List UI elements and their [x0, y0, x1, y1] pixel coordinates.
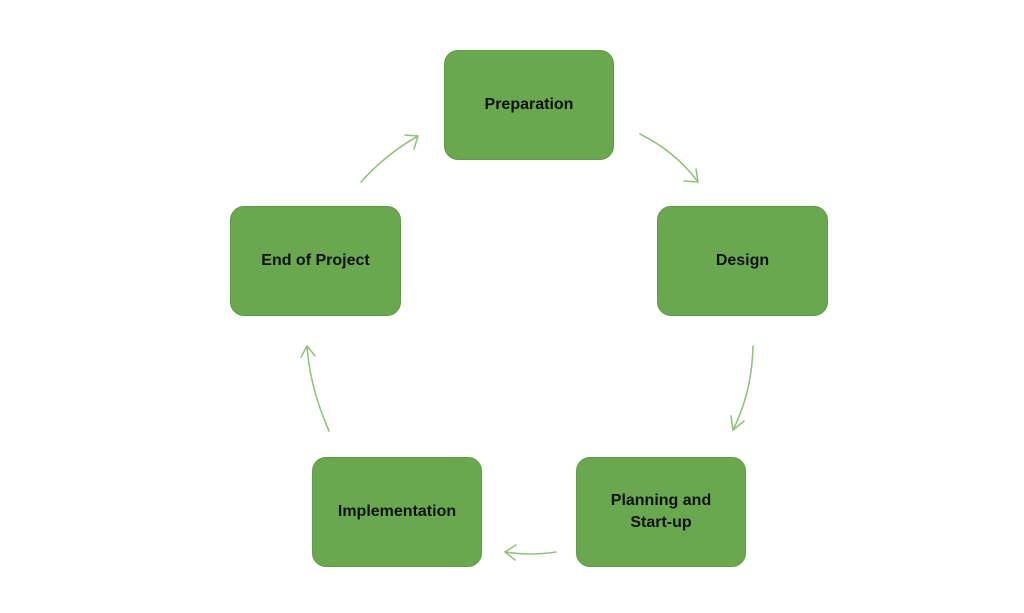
node-end-of-project: End of Project	[230, 206, 401, 316]
node-preparation: Preparation	[444, 50, 614, 160]
arrow-preparation-to-design	[639, 133, 699, 183]
arrowhead-planning-to-implementation	[504, 544, 517, 561]
node-implementation: Implementation	[312, 457, 482, 567]
arrowhead-end-to-preparation	[404, 134, 419, 150]
node-design: Design	[657, 206, 828, 316]
arrowhead-implementation-to-end	[300, 345, 316, 358]
arrow-design-to-planning	[732, 345, 754, 431]
arrow-end-to-preparation	[360, 135, 419, 183]
arrowhead-preparation-to-design	[683, 168, 699, 183]
node-design-label: Design	[715, 252, 770, 269]
node-end-of-project-label: End of Project	[261, 252, 370, 269]
arrow-implementation-to-end	[306, 345, 330, 432]
arrow-planning-to-implementation	[504, 551, 557, 555]
node-planning-label: Planning and Start-up	[610, 492, 712, 531]
node-preparation-label: Preparation	[484, 96, 574, 113]
node-implementation-label: Implementation	[337, 503, 457, 520]
node-planning-and-startup: Planning and Start-up	[576, 457, 746, 567]
arrowhead-design-to-planning	[730, 415, 745, 431]
